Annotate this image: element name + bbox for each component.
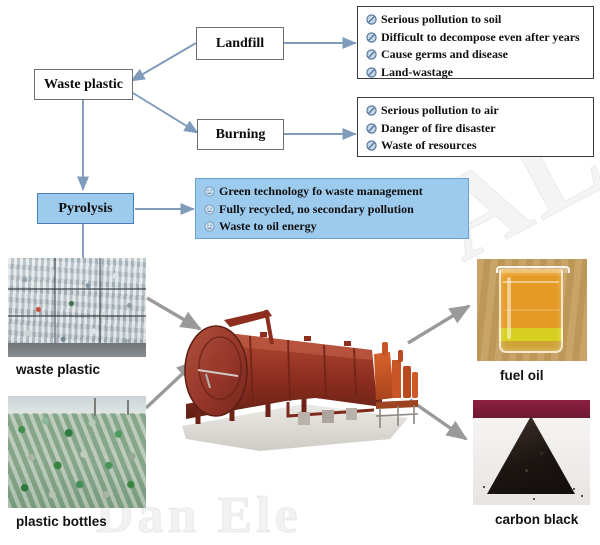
node-burning[interactable]: Burning	[197, 119, 284, 150]
prohibition-icon	[366, 105, 377, 116]
list-item: Cause germs and disease	[366, 48, 585, 61]
pyrolysis-reactor-image	[182, 309, 419, 451]
photo-fuel-oil-caption: fuel oil	[500, 368, 544, 383]
list-item-label: Serious pollution to air	[381, 103, 499, 117]
pyrolysis-benefits-list: Green technology fo waste management Ful…	[204, 185, 460, 233]
list-item-label: Cause germs and disease	[381, 47, 509, 62]
list-item-label: Difficult to decompose even after years	[381, 29, 580, 44]
prohibition-icon	[366, 14, 377, 25]
node-waste-plastic[interactable]: Waste plastic	[34, 69, 133, 100]
arrow-landfill-to-waste	[130, 42, 197, 82]
list-item: Serious pollution to air	[366, 104, 585, 117]
node-waste-plastic-label: Waste plastic	[44, 76, 123, 92]
photo-plastic-bottles-caption: plastic bottles	[16, 514, 107, 529]
smiley-icon	[204, 221, 215, 233]
photo-carbon-black-caption: carbon black	[495, 512, 579, 527]
list-item: Danger of fire disaster	[366, 120, 585, 135]
list-item-label: Land-wastage	[381, 65, 454, 80]
list-item: Waste of resources	[366, 139, 585, 152]
node-pyrolysis-label: Pyrolysis	[58, 200, 113, 216]
list-item-label: Waste to oil energy	[219, 219, 317, 234]
prohibition-icon	[366, 123, 377, 134]
burning-effects-list: Serious pollution to air Danger of fire …	[366, 104, 585, 152]
photo-plastic-bottles	[8, 396, 146, 508]
list-item: Serious pollution to soil	[366, 13, 585, 26]
list-item: Green technology fo waste management	[204, 185, 460, 198]
burning-effects-box: Serious pollution to air Danger of fire …	[357, 97, 594, 157]
list-item: Land-wastage	[366, 66, 585, 79]
list-item: Fully recycled, no secondary pollution	[204, 201, 460, 216]
smiley-icon	[204, 204, 215, 215]
photo-waste-plastic	[8, 258, 146, 357]
node-pyrolysis[interactable]: Pyrolysis	[37, 193, 134, 224]
landfill-effects-list: Serious pollution to soil Difficult to d…	[366, 13, 585, 79]
prohibition-icon	[366, 32, 377, 43]
node-burning-label: Burning	[215, 126, 266, 142]
list-item-label: Danger of fire disaster	[381, 120, 496, 135]
pyrolysis-benefits-box: Green technology fo waste management Ful…	[195, 178, 469, 239]
list-item: Difficult to decompose even after years	[366, 29, 585, 44]
photo-carbon-black	[473, 400, 590, 505]
smiley-icon	[204, 186, 215, 197]
list-item-label: Fully recycled, no secondary pollution	[219, 201, 414, 216]
arrow-waste-to-burning	[132, 92, 199, 134]
list-item: Waste to oil energy	[204, 220, 460, 233]
photo-waste-plastic-caption: waste plastic	[16, 362, 101, 377]
prohibition-icon	[366, 49, 377, 61]
node-landfill-label: Landfill	[215, 35, 265, 51]
list-item-label: Waste of resources	[381, 138, 477, 153]
prohibition-icon	[366, 67, 377, 78]
node-landfill[interactable]: Landfill	[196, 27, 284, 60]
landfill-effects-box: Serious pollution to soil Difficult to d…	[357, 6, 594, 79]
photo-fuel-oil	[477, 259, 587, 361]
list-item-label: Serious pollution to soil	[381, 12, 502, 26]
list-item-label: Green technology fo waste management	[219, 184, 423, 198]
prohibition-icon	[366, 140, 377, 152]
